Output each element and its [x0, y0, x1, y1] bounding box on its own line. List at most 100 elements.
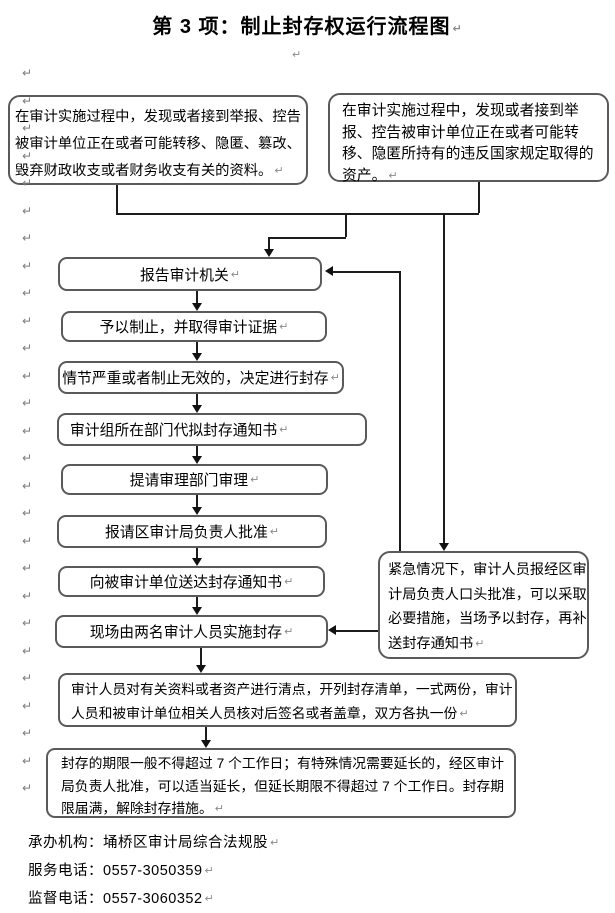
step-label: 提请审理部门审理	[129, 473, 249, 489]
summary-box-inventory: 审计人员对有关资料或者资产进行清点，开列封存清单，一式两份，审计 人员和被审计单…	[58, 673, 517, 727]
return-mark-icon: ↵	[330, 372, 340, 384]
return-mark-icon: ↵	[22, 121, 33, 135]
connector-line	[336, 630, 378, 632]
side-note-line: 计局负责人口头批准，可以采取	[388, 586, 587, 603]
summary-text: 限届满，解除封存措施。	[61, 801, 213, 816]
connector-line	[268, 237, 346, 239]
footer-supervision-phone-text: 监督电话：0557-3060352	[28, 891, 203, 907]
step-label: 向被审计单位送达封存通知书	[89, 575, 283, 591]
return-mark-icon: ↵	[22, 66, 33, 80]
step-label: 予以制止，并取得审计证据	[99, 320, 278, 336]
return-mark-icon: ↵	[22, 781, 33, 795]
condition-box-materials-line: 在审计实施过程中，发现或者接到举报、控告	[15, 109, 301, 125]
summary-line: 人员和被审计单位相关人员核对后签名或者盖章，双方各执一份↵	[71, 702, 515, 726]
return-mark-icon: ↵	[22, 313, 33, 328]
condition-box-assets-line: 资产。↵	[342, 166, 607, 188]
condition-box-materials-line: 被审计单位正在或者可能转移、隐匿、篡改、	[15, 136, 301, 152]
return-mark-icon: ↵	[22, 561, 33, 575]
connector-line	[200, 648, 202, 666]
condition-box-assets-text: 资产。	[342, 167, 387, 184]
return-mark-icon: ↵	[250, 474, 260, 486]
footer-organizer: 承办机构：埇桥区审计局综合法规股↵	[28, 831, 280, 852]
return-mark-icon: ↵	[22, 203, 33, 218]
return-mark-icon: ↵	[292, 49, 302, 61]
flow-arrow-head	[328, 625, 336, 635]
return-mark-icon: ↵	[22, 478, 33, 493]
flow-arrow-head	[192, 303, 202, 311]
step-box-decide-seal-up: 情节严重或者制止无效的，决定进行封存↵	[58, 361, 344, 394]
condition-box-assets-line: 在审计实施过程中，发现或者接到举	[342, 103, 579, 119]
return-mark-icon: ↵	[22, 698, 33, 713]
return-mark-icon: ↵	[22, 671, 33, 685]
step-box-deliver-notice: 向被审计单位送达封存通知书↵	[58, 566, 325, 597]
return-mark-icon: ↵	[22, 176, 33, 190]
return-mark-icon: ↵	[22, 93, 33, 108]
connector-line	[196, 394, 198, 406]
connector-line	[116, 185, 118, 213]
return-mark-icon: ↵	[22, 341, 33, 355]
flow-arrow-head	[192, 405, 202, 413]
connector-line	[196, 446, 198, 457]
return-mark-icon: ↵	[230, 268, 240, 281]
step-box-draft-notice: 审计组所在部门代拟封存通知书↵	[57, 413, 367, 446]
side-note-line: 送封存通知书↵	[388, 632, 587, 657]
return-mark-icon: ↵	[214, 803, 224, 815]
flow-arrow-head	[201, 740, 211, 748]
side-note-line: 紧急情况下，审计人员报经区审	[388, 562, 587, 578]
condition-box-materials: 在审计实施过程中，发现或者接到举报、控告 被审计单位正在或者可能转移、隐匿、篡改…	[8, 95, 308, 185]
return-mark-icon: ↵	[22, 451, 33, 465]
return-mark-icon: ↵	[22, 148, 33, 163]
connector-line	[268, 237, 270, 250]
flow-arrow-head	[439, 543, 449, 551]
return-mark-icon: ↵	[22, 506, 33, 520]
summary-text: 人员和被审计单位相关人员核对后签名或者盖章，双方各执一份	[71, 706, 458, 721]
condition-box-materials-line: 毁弃财政收支或者财务收支有关的资料。↵	[15, 158, 306, 185]
return-mark-icon: ↵	[22, 726, 33, 740]
side-note-text: 送封存通知书	[388, 635, 474, 652]
connector-line	[443, 214, 445, 544]
connector-line	[196, 291, 198, 304]
footer-supervision-phone: 监督电话：0557-3060352↵	[28, 887, 214, 908]
connector-line	[399, 271, 401, 552]
flow-arrow-head	[196, 665, 206, 673]
condition-box-assets-line: 报、控告被审计单位正在或者可能转	[342, 124, 579, 141]
return-mark-icon: ↵	[274, 165, 284, 177]
side-note-line: 必要措施，当场予以封存，再补	[388, 611, 587, 627]
return-mark-icon: ↵	[475, 637, 485, 650]
page-title: 第 3 项：制止封存权运行流程图↵	[0, 10, 615, 39]
return-mark-icon: ↵	[204, 893, 215, 905]
flow-arrow-head	[192, 607, 202, 615]
flow-arrow-head	[192, 558, 202, 566]
step-box-report-audit-authority: 报告审计机关↵	[58, 257, 322, 291]
footer-service-phone-text: 服务电话：0557-3050359	[28, 863, 203, 879]
footer-service-phone: 服务电话：0557-3050359↵	[28, 859, 214, 880]
step-box-onsite-seal-up: 现场由两名审计人员实施封存↵	[55, 615, 328, 648]
flow-arrow-head	[264, 249, 274, 257]
return-mark-icon: ↵	[22, 258, 33, 273]
return-mark-icon: ↵	[269, 526, 279, 538]
condition-box-assets-line: 移、隐匿所持有的违反国家规定取得的	[342, 146, 594, 162]
return-mark-icon: ↵	[22, 423, 33, 438]
step-label: 审计组所在部门代拟封存通知书	[70, 423, 278, 439]
step-box-stop-and-obtain-evidence: 予以制止，并取得审计证据↵	[61, 311, 327, 342]
return-mark-icon: ↵	[22, 396, 33, 410]
flow-arrow-head	[192, 456, 202, 464]
step-label: 报请区审计局负责人批准	[105, 525, 268, 541]
connector-line	[196, 495, 198, 508]
return-mark-icon: ↵	[22, 616, 33, 630]
return-mark-icon: ↵	[279, 424, 289, 436]
connector-line	[196, 342, 198, 354]
return-mark-icon: ↵	[284, 576, 294, 588]
margin-marks: ↵↵↵↵↵↵↵↵↵↵↵↵↵↵↵↵↵↵↵↵↵↵↵↵↵↵↵	[22, 66, 36, 806]
summary-box-time-limit: 封存的期限一般不得超过 7 个工作日；有特殊情况需要延长的，经区审计 局负责人批…	[46, 748, 516, 818]
condition-box-assets: 在审计实施过程中，发现或者接到举 报、控告被审计单位正在或者可能转 移、隐匿所持…	[328, 93, 609, 184]
return-mark-icon: ↵	[284, 626, 294, 638]
summary-line: 局负责人批准，可以适当延长，但延长期限不得超过 7 个工作日。封存期	[61, 778, 505, 794]
return-mark-icon: ↵	[22, 533, 33, 548]
connector-line	[196, 548, 198, 559]
summary-line: 限届满，解除封存措施。↵	[61, 798, 514, 821]
return-mark-icon: ↵	[279, 321, 289, 333]
step-box-director-approval: 报请区审计局负责人批准↵	[57, 515, 327, 548]
page-title-text: 第 3 项：制止封存权运行流程图	[152, 16, 451, 38]
